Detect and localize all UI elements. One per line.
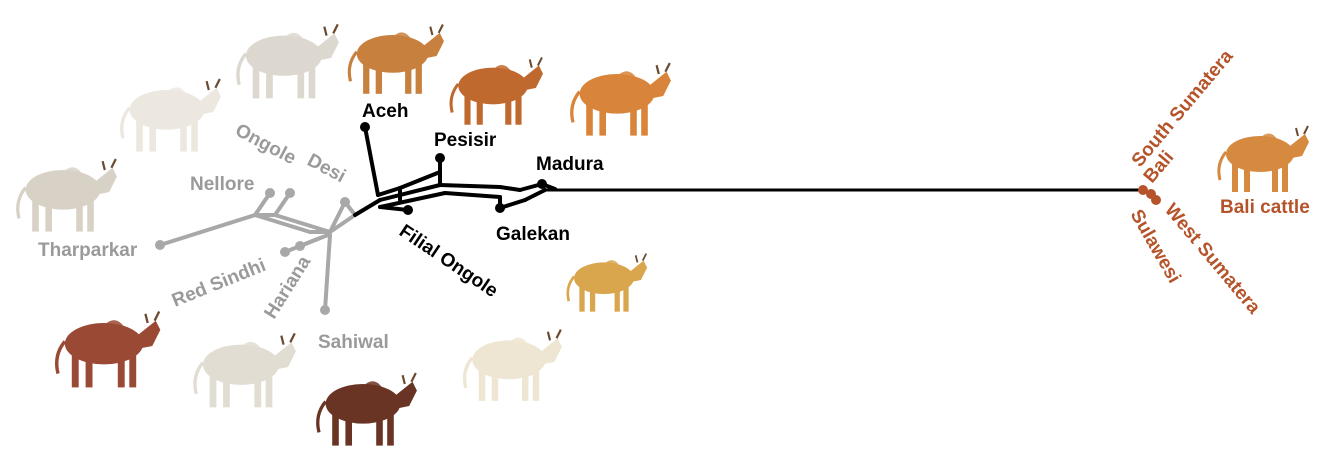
label-nellore: Nellore [190, 174, 254, 195]
bali-cattle-image [1217, 124, 1310, 194]
label-south-sumatera: South Sumatera [1128, 46, 1238, 171]
madura-cattle-image [569, 61, 672, 138]
desi-node [340, 197, 350, 207]
tharparkar-branch [158, 213, 257, 247]
network-edge [253, 213, 312, 234]
label-bali-cattle: Bali cattle [1220, 197, 1310, 218]
desi-branch [328, 200, 347, 234]
sahiwal-node [320, 305, 330, 315]
indonesian-nodes [360, 122, 547, 215]
label-hariana: Hariana [260, 252, 315, 323]
label-aceh: Aceh [362, 101, 408, 122]
network-edge [273, 213, 332, 234]
pesisir-cattle-image [449, 55, 544, 127]
hariana-branch [298, 233, 330, 248]
network-edge [376, 186, 402, 197]
network-edge [498, 185, 522, 192]
filial-ongole-node [403, 205, 413, 215]
madura-node [537, 179, 547, 189]
sahiwal-cattle-image [315, 371, 419, 448]
aceh-node [360, 122, 370, 132]
pesisir-node [435, 153, 445, 163]
bali-cluster [1138, 185, 1161, 205]
network-edge [523, 188, 547, 202]
sahiwal-branch [323, 233, 332, 312]
tharparkar-node [155, 240, 165, 250]
label-sahiwal: Sahiwal [318, 332, 389, 353]
label-desi: Desi [304, 150, 349, 187]
hariana-node [295, 241, 305, 251]
network-edge [328, 213, 357, 234]
network-edge [353, 198, 382, 217]
hariana-cattle-image [193, 331, 297, 410]
label-galekan: Galekan [496, 224, 570, 245]
network-edge [378, 183, 442, 202]
bali-node-1 [1138, 185, 1148, 195]
network-edge [398, 178, 422, 190]
label-madura: Madura [536, 154, 604, 175]
bali-node-3 [1151, 195, 1161, 205]
red-sindhi-node [280, 247, 290, 257]
nellore-node [265, 188, 275, 198]
indonesian-network [353, 125, 1142, 217]
network-edge [443, 191, 502, 199]
indicine-nodes [155, 188, 350, 315]
label-pesisir: Pesisir [434, 130, 497, 151]
ongole-cattle-image [236, 22, 340, 101]
red-sindhi-cattle-image [54, 309, 163, 390]
network-edge [378, 191, 447, 209]
galekan-cattle-image [566, 252, 648, 314]
aceh-branch [363, 125, 380, 197]
galekan-node [495, 203, 505, 213]
filial-ongole-cattle-image [462, 327, 563, 403]
network-edge [418, 170, 442, 182]
label-red-sindhi: Red Sindhi [169, 255, 269, 312]
label-filial-ongole: Filial Ongole [395, 221, 501, 302]
label-tharparkar: Tharparkar [38, 240, 138, 261]
label-ongole: Ongole [232, 120, 300, 169]
network-edge [438, 183, 502, 189]
nellore-cattle-image [120, 77, 222, 154]
tharparkar-cattle-image [16, 157, 118, 234]
ongole-node [285, 188, 295, 198]
aceh-cattle-image [347, 22, 445, 96]
cattle-illustrations [16, 22, 1310, 448]
